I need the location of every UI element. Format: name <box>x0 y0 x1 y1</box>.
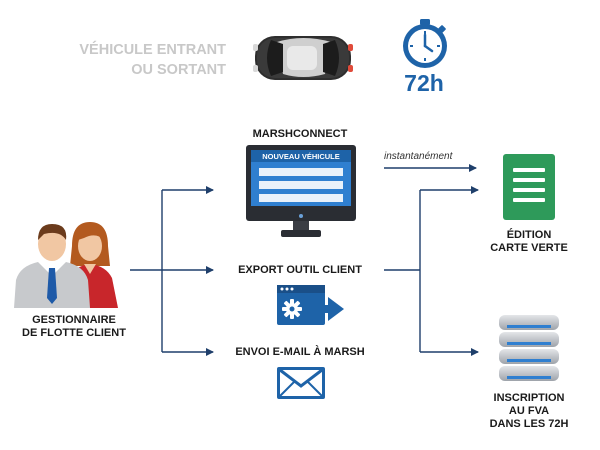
monitor-icon: NOUVEAU VÉHICULE <box>245 144 357 242</box>
actor-label-line2: DE FLOTTE CLIENT <box>22 327 126 339</box>
timer-label: 72h <box>404 70 444 96</box>
fva-label: INSCRIPTION AU FVA DANS LES 72H <box>474 392 584 431</box>
vehicle-label: VÉHICULE ENTRANT OU SORTANT <box>58 40 226 80</box>
envelope-icon <box>276 366 326 405</box>
instant-label: instantanément <box>384 151 453 162</box>
fva-line2: AU FVA <box>508 405 550 417</box>
marshconnect-title: MARSHCONNECT <box>252 128 348 140</box>
stopwatch-icon <box>399 18 451 75</box>
actor-label-line1: GESTIONNAIRE <box>32 314 116 326</box>
green-card-label: ÉDITION CARTE VERTE <box>476 229 582 255</box>
document-icon <box>503 154 555 225</box>
fva-line1: INSCRIPTION <box>493 392 565 404</box>
export-title: EXPORT OUTIL CLIENT <box>238 264 362 276</box>
car-icon <box>253 30 353 91</box>
actor-label: GESTIONNAIRE DE FLOTTE CLIENT <box>14 314 134 340</box>
green-card-line2: CARTE VERTE <box>490 242 568 254</box>
server-icon <box>497 313 561 388</box>
vehicle-label-line2: OU SORTANT <box>131 62 226 78</box>
fva-line3: DANS LES 72H <box>489 418 569 430</box>
email-title: ENVOI E-MAIL À MARSH <box>235 346 365 358</box>
monitor-screen-header: NOUVEAU VÉHICULE <box>262 152 340 161</box>
export-icon <box>276 284 346 333</box>
people-icon <box>14 216 126 313</box>
green-card-line1: ÉDITION <box>506 229 552 241</box>
vehicle-label-line1: VÉHICULE ENTRANT <box>79 42 226 58</box>
